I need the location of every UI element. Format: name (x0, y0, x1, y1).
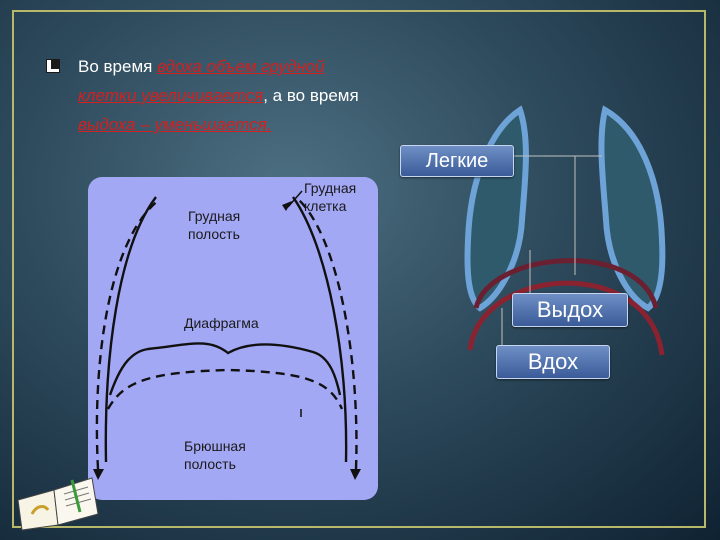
lungs-illustration (464, 105, 666, 356)
chest-increase-text: объем грудной клетки увеличивается (78, 57, 325, 105)
diaphragm-dashed (106, 368, 344, 410)
abdominal-cavity-label: Брюшная полость (184, 437, 246, 473)
lungs-tag: Легкие (400, 145, 514, 177)
chest-wall-left-dashed (95, 198, 161, 470)
diaphragm-upper-curve (473, 258, 659, 309)
chest-cavity-label: Грудная полость (188, 207, 240, 243)
chest-wall-left-solid (104, 196, 157, 463)
bullet-text-block: Во время вдоха объем грудной клетки увел… (46, 52, 386, 139)
diaphragm-solid (108, 342, 342, 396)
chest-wall-right-dashed (297, 198, 358, 470)
bullet-mid-text: , а во время (263, 86, 359, 105)
chest-cage-label-line2: клетка (304, 198, 347, 214)
bullet-checkbox-icon (46, 59, 60, 73)
inhale-word: вдоха (157, 57, 202, 76)
chest-wall-right-solid (292, 196, 348, 463)
chest-cage-label-line1: Грудная (304, 180, 357, 196)
open-book-icon (17, 477, 99, 531)
arrow-left-bottom-icon (93, 469, 104, 480)
breathing-diagram-drawing (93, 190, 361, 480)
exhale-decrease-text: выдоха – уменьшается. (78, 115, 272, 134)
slide-frame (12, 10, 706, 528)
arrow-chest-cage-icon (282, 201, 292, 211)
chest-cage-label: Грудная клетка (304, 179, 356, 215)
abdominal-cavity-label-line2: полость (184, 456, 236, 472)
abdominal-cavity-label-line1: Брюшная (184, 438, 246, 454)
diaphragm-lower-curve (467, 280, 665, 356)
chest-cavity-label-line1: Грудная (188, 208, 241, 224)
breathing-diagram: Грудная клетка Грудная полость Диафрагма… (88, 177, 378, 500)
chest-cage-pointer (287, 190, 303, 208)
arrow-right-bottom-icon (350, 469, 361, 480)
right-lung (598, 105, 666, 312)
diaphragm-label: Диафрагма (184, 315, 259, 331)
bullet-prefix: Во время (78, 57, 158, 76)
inhale-tag: Вдох (496, 345, 610, 379)
exhale-tag: Выдох (512, 293, 628, 327)
chest-cavity-label-line2: полость (188, 226, 240, 242)
